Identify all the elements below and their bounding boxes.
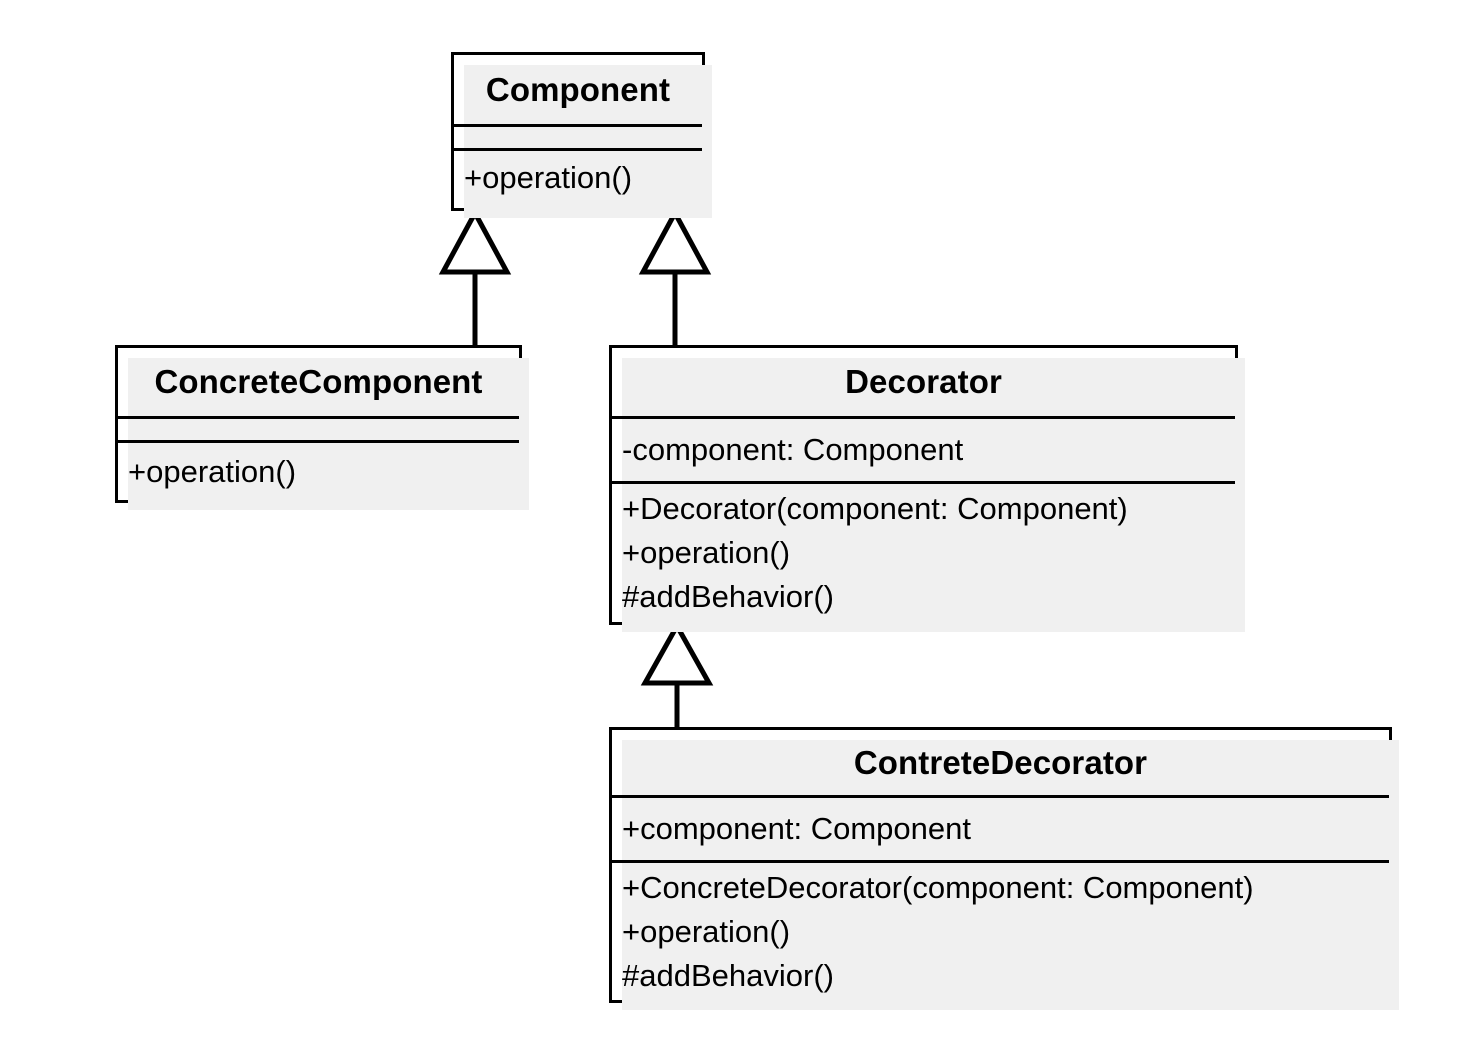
class-attribute: -component: Component (622, 432, 964, 467)
class-box-decorator[interactable]: Decorator -component: Component +Decorat… (609, 345, 1245, 632)
class-attributes-component (454, 124, 702, 148)
generalization-concretecomponent-to-component (438, 207, 512, 345)
class-name-concrete-decorator: ContreteDecorator (853, 743, 1148, 781)
class-methods-decorator: +Decorator(component: Component) +operat… (612, 481, 1235, 622)
class-methods-concrete-component: +operation() (118, 440, 519, 500)
class-box-component[interactable]: Component +operation() (451, 52, 712, 218)
class-name-component: Component (485, 70, 671, 108)
class-method: +operation() (128, 453, 297, 489)
class-method: +operation() (464, 160, 633, 195)
class-method: +operation() (622, 535, 791, 570)
class-name-decorator: Decorator (845, 363, 1002, 400)
class-attribute: +component: Component (622, 811, 971, 846)
class-methods-component: +operation() (454, 148, 702, 205)
class-methods-concrete-decorator: +ConcreteDecorator(component: Component)… (612, 860, 1389, 1000)
class-box-concrete-component[interactable]: ConcreteComponent +operation() (115, 345, 529, 510)
class-method: +operation() (622, 913, 791, 949)
class-name-concrete-component: ConcreteComponent (154, 363, 483, 400)
class-attributes-decorator: -component: Component (612, 416, 1235, 481)
generalization-concretedecorator-to-decorator (640, 620, 714, 727)
class-attributes-concrete-component (118, 416, 519, 440)
class-method: +ConcreteDecorator(component: Component) (622, 869, 1254, 905)
class-method: #addBehavior() (622, 957, 834, 993)
class-method: #addBehavior() (622, 579, 834, 614)
class-attributes-concrete-decorator: +component: Component (612, 795, 1389, 860)
class-method: +Decorator(component: Component) (622, 491, 1128, 526)
class-box-concrete-decorator[interactable]: ContreteDecorator +component: Component … (609, 727, 1399, 1010)
generalization-decorator-to-component (638, 207, 712, 345)
